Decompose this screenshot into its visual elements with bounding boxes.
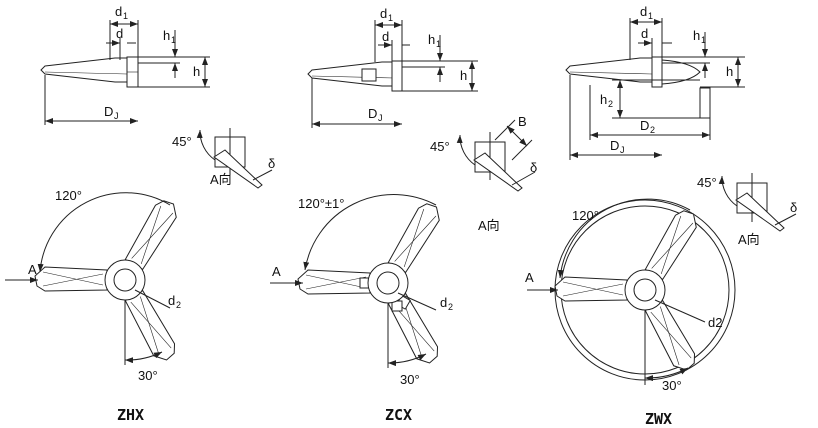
label-a: A xyxy=(525,270,534,285)
label-30deg: 30° xyxy=(138,368,158,383)
model-name: ZCX xyxy=(385,406,412,424)
label-delta: δ xyxy=(530,160,537,175)
label-120deg: 120°±1° xyxy=(298,196,344,211)
label-d1: d xyxy=(380,6,387,21)
label-b: B xyxy=(518,114,527,129)
label-dj: D xyxy=(104,104,113,119)
label-d2-top-sub: 2 xyxy=(650,125,655,135)
label-d2: d xyxy=(168,293,175,308)
label-dj-sub: J xyxy=(378,113,383,123)
label-h1: h xyxy=(163,28,170,43)
label-d: d xyxy=(116,26,123,41)
label-dj-sub: J xyxy=(114,111,119,121)
label-h1-sub: 1 xyxy=(171,35,176,45)
label-h1-sub: 1 xyxy=(701,35,706,45)
label-d2-sub: 2 xyxy=(176,300,181,310)
label-delta: δ xyxy=(790,200,797,215)
label-45deg: 45° xyxy=(697,175,717,190)
label-d1: d xyxy=(640,4,647,19)
label-d: d xyxy=(382,29,389,44)
label-h2: h xyxy=(600,92,607,107)
hub-section xyxy=(391,60,403,92)
top-view: 120° A d2 30° xyxy=(525,198,736,393)
a-direction-view: 45° δ A向 xyxy=(697,173,797,247)
model-name: ZHX xyxy=(117,406,144,424)
bolt-box xyxy=(361,68,377,82)
label-30deg: 30° xyxy=(662,378,682,393)
label-h1: h xyxy=(428,32,435,47)
label-delta: δ xyxy=(268,156,275,171)
label-h2-sub: 2 xyxy=(608,99,613,109)
label-h: h xyxy=(193,64,200,79)
label-45deg: 45° xyxy=(172,134,192,149)
label-h1-sub: 1 xyxy=(436,39,441,49)
label-45deg: 45° xyxy=(430,139,450,154)
label-d: d xyxy=(641,26,648,41)
label-h1: h xyxy=(693,28,700,43)
label-d1: d xyxy=(115,4,122,19)
label-a-view: A向 xyxy=(738,232,760,247)
label-h: h xyxy=(460,68,467,83)
model-name: ZWX xyxy=(645,410,672,428)
label-a: A xyxy=(272,264,281,279)
label-a-view: A向 xyxy=(478,218,500,233)
label-h: h xyxy=(726,64,733,79)
label-30deg: 30° xyxy=(400,372,420,387)
label-dj: D xyxy=(610,138,619,153)
nose-cone xyxy=(661,59,701,85)
hub-section xyxy=(651,56,663,88)
label-d2-sub: 2 xyxy=(448,302,453,312)
label-d2: d xyxy=(440,295,447,310)
label-a: A xyxy=(28,262,37,277)
label-d1-sub: 1 xyxy=(123,11,128,21)
ring-section xyxy=(699,87,711,119)
a-direction-view: 45° B δ A向 xyxy=(430,114,537,233)
label-dj: D xyxy=(368,106,377,121)
label-dj-sub: J xyxy=(620,145,625,155)
label-a-view: A向 xyxy=(210,172,232,187)
label-d2-top: D xyxy=(640,118,649,133)
label-d1-sub: 1 xyxy=(388,13,393,23)
label-120deg: 120° xyxy=(572,208,599,223)
label-120deg: 120° xyxy=(55,188,82,203)
label-d1-sub: 1 xyxy=(648,11,653,21)
label-d2: d2 xyxy=(708,315,722,330)
a-direction-view: 45° δ A向 xyxy=(172,128,275,189)
